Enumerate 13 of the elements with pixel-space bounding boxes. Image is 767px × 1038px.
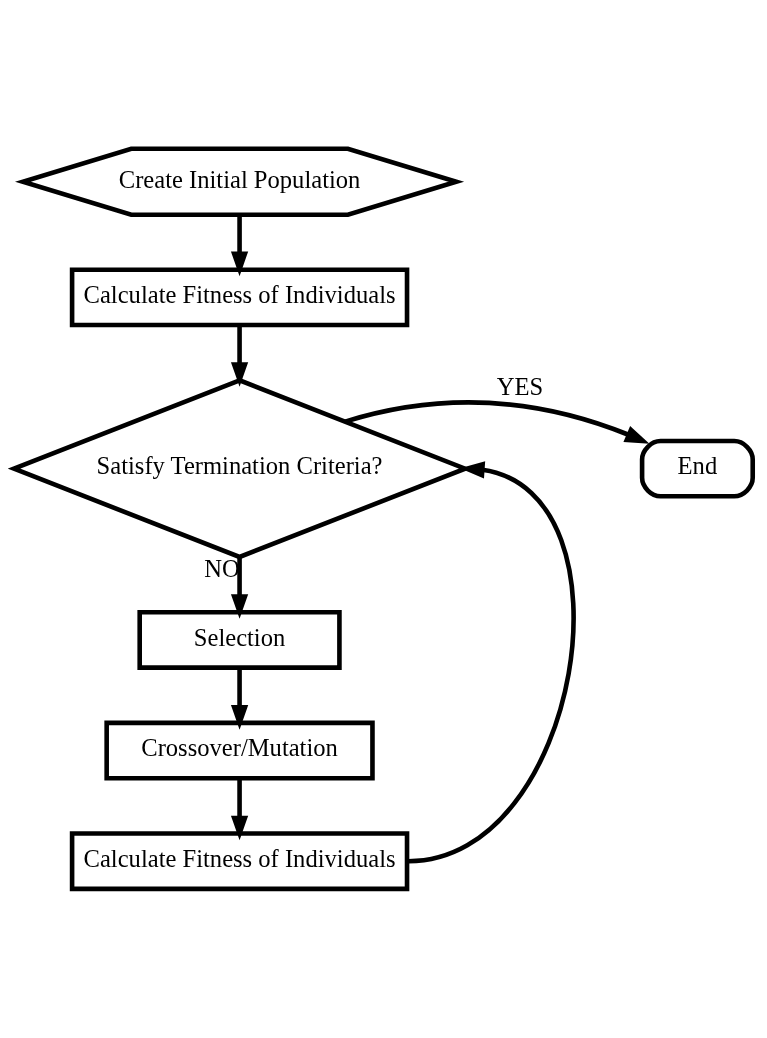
node-box: Calculate Fitness of Individuals <box>69 267 410 328</box>
arrow <box>230 668 249 730</box>
node-box: End <box>639 438 756 499</box>
node-box: Crossover/Mutation <box>104 720 375 781</box>
arrow <box>344 400 650 444</box>
arrow <box>230 214 249 277</box>
arrow <box>408 461 576 864</box>
node-box: Selection <box>137 610 342 670</box>
arrow <box>230 778 249 841</box>
arrow <box>230 557 249 619</box>
arrow <box>230 325 249 387</box>
node-box: Calculate Fitness of Individuals <box>69 831 410 892</box>
edge-label: YES <box>496 373 544 401</box>
